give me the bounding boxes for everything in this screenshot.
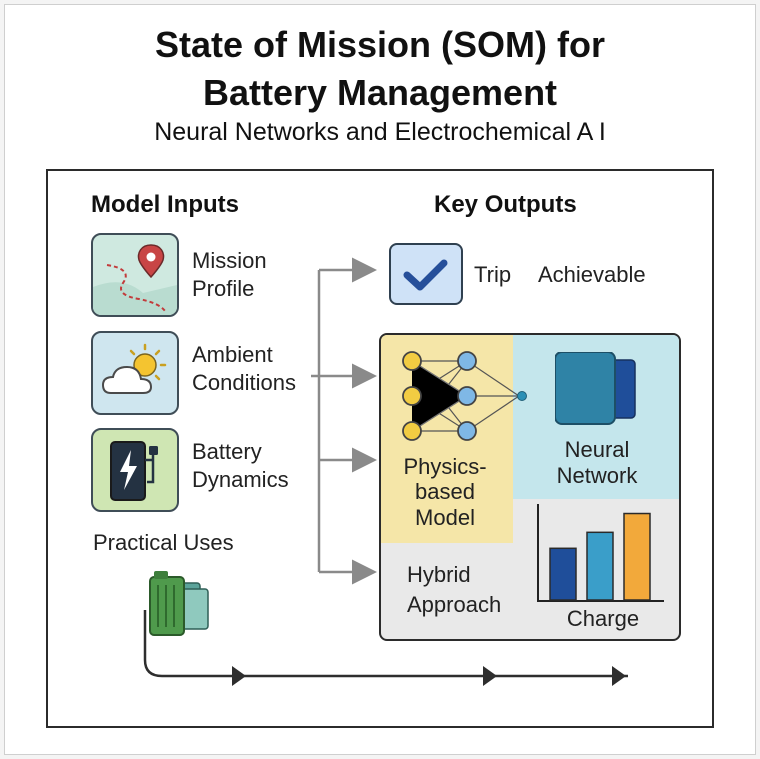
neural-network-graph-icon: [402, 351, 527, 441]
hybrid-label-line1: Hybrid: [407, 562, 471, 587]
chart-bar-1: [549, 547, 577, 601]
charge-bar-chart: [537, 504, 664, 602]
physics-model-region: [381, 335, 513, 543]
charge-label: Charge: [566, 606, 640, 631]
page-subtitle: Neural Networks and Electrochemical A I: [154, 118, 606, 146]
physics-label-line2: based: [415, 479, 475, 504]
battery-pack-icon: [149, 571, 209, 636]
neural-label-line2: Network: [556, 463, 638, 488]
mission-label-line2: Profile: [192, 276, 255, 301]
model-inputs-heading: Model Inputs: [91, 191, 239, 218]
chart-bar-2: [586, 531, 614, 601]
page-title-line1: State of Mission (SOM) for: [155, 24, 605, 65]
trip-achievable-tile: [389, 243, 463, 305]
physics-label-line1: Physics-: [403, 454, 487, 479]
neural-network-block-icon: [555, 352, 636, 425]
checkmark-icon: [403, 259, 448, 291]
mission-label-line1: Mission: [192, 248, 267, 273]
ambient-label-line1: Ambient: [192, 342, 273, 367]
battery-label-line1: Battery: [192, 439, 262, 464]
page-title-line2: Battery Management: [202, 72, 558, 113]
ambient-label-line2: Conditions: [192, 370, 296, 395]
battery-label-line2: Dynamics: [192, 467, 289, 492]
chart-bar-3: [623, 512, 651, 601]
battery-dynamics-tile: [91, 428, 179, 512]
achievable-label: Achievable: [538, 262, 646, 287]
physics-label-line3: Model: [415, 505, 475, 530]
battery-charging-icon: [110, 441, 158, 501]
trip-label: Trip: [474, 262, 512, 287]
mission-profile-tile: [91, 233, 179, 317]
ambient-conditions-tile: [91, 331, 179, 415]
cloud-sun-icon: [101, 343, 167, 394]
practical-uses-label: Practical Uses: [93, 530, 234, 555]
key-outputs-heading: Key Outputs: [434, 191, 577, 218]
neural-label-line1: Neural: [564, 437, 630, 462]
map-pin-icon: [93, 244, 177, 315]
hybrid-label-line2: Approach: [407, 592, 502, 617]
